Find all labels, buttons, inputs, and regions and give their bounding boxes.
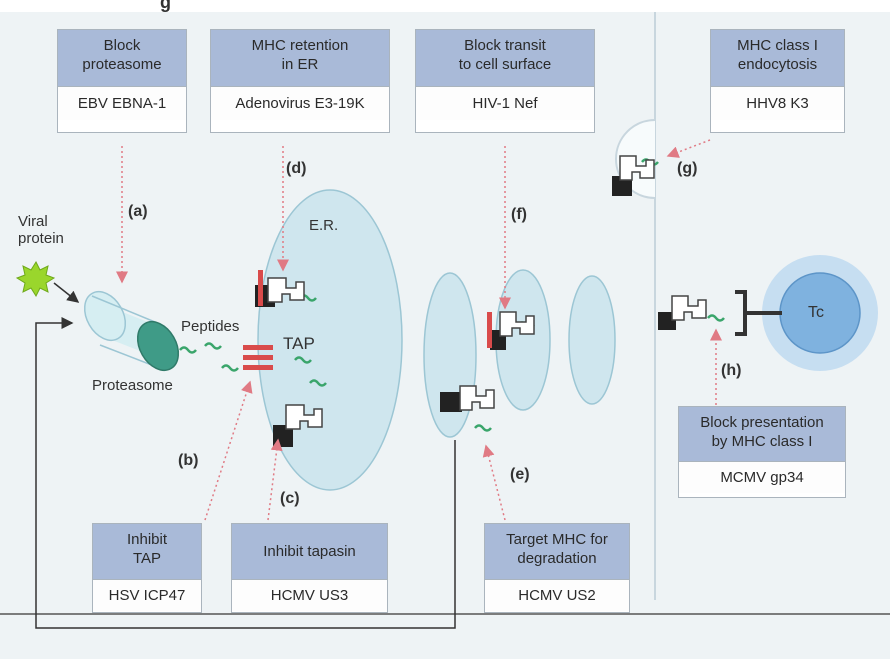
title-strip	[0, 0, 890, 12]
box-g-head: MHC class I endocytosis	[711, 30, 844, 87]
mhc-molecule-er-bottom	[273, 404, 323, 447]
label-er: E.R.	[309, 217, 339, 234]
box-g-body: HHV8 K3	[711, 87, 844, 120]
box-b-head: Inhibit TAP	[93, 524, 201, 580]
box-a-body: EBV EBNA-1	[58, 87, 186, 120]
mhc-molecule-endocytosed	[612, 155, 655, 196]
mhc-molecule-er-top	[255, 270, 305, 307]
letter-g: (g)	[677, 160, 698, 177]
tap-bar-2	[243, 355, 273, 360]
letter-c: (c)	[280, 490, 300, 507]
proteasome-shape	[83, 291, 180, 371]
box-g: MHC class I endocytosis HHV8 K3	[710, 29, 845, 133]
arrow-c	[267, 438, 283, 521]
box-c: Inhibit tapasin HCMV US3	[231, 523, 388, 613]
tap-bar-3	[243, 365, 273, 370]
title-fragment: g	[160, 0, 171, 12]
letter-a: (a)	[128, 203, 148, 220]
label-tap: TAP	[283, 334, 315, 353]
letter-h: (h)	[721, 362, 742, 379]
box-e-head: Target MHC for degradation	[485, 524, 629, 580]
mhc-molecule-golgi-1	[440, 385, 495, 412]
box-h: Block presentation by MHC class I MCMV g…	[678, 406, 846, 498]
box-b-body: HSV ICP47	[93, 580, 201, 611]
letter-f: (f)	[511, 206, 527, 223]
label-tc: Tc	[808, 304, 824, 321]
tcr-bracket	[735, 290, 747, 336]
letter-b: (b)	[178, 452, 199, 469]
box-h-body: MCMV gp34	[679, 462, 845, 493]
viral-protein-shape	[15, 260, 56, 298]
letter-d: (d)	[286, 160, 307, 177]
label-peptides: Peptides	[181, 318, 240, 335]
box-c-head: Inhibit tapasin	[232, 524, 387, 580]
letter-e: (e)	[510, 466, 530, 483]
mhc-molecule-surface	[658, 295, 707, 330]
box-a-head: Block proteasome	[58, 30, 186, 87]
arrow-e	[482, 444, 506, 521]
box-d: MHC retention in ER Adenovirus E3-19K	[210, 29, 390, 133]
box-h-head: Block presentation by MHC class I	[679, 407, 845, 462]
box-d-head: MHC retention in ER	[211, 30, 389, 87]
arrow-b	[204, 380, 253, 521]
box-a: Block proteasome EBV EBNA-1	[57, 29, 187, 133]
box-e: Target MHC for degradation HCMV US2	[484, 523, 630, 613]
box-e-body: HCMV US2	[485, 580, 629, 611]
box-b: Inhibit TAP HSV ICP47	[92, 523, 202, 613]
golgi-ellipse-1	[423, 272, 477, 438]
recycle-loop-line	[35, 317, 456, 629]
mhc-molecule-golgi-2	[487, 311, 535, 350]
golgi-ellipse-3	[568, 275, 616, 405]
arrow-g	[666, 139, 711, 158]
viral-protein-arrow	[53, 282, 80, 303]
tap-bar-1	[243, 345, 273, 350]
box-f-body: HIV-1 Nef	[416, 87, 594, 120]
box-c-body: HCMV US3	[232, 580, 387, 611]
box-f-head: Block transit to cell surface	[416, 30, 594, 87]
box-d-body: Adenovirus E3-19K	[211, 87, 389, 120]
label-proteasome: Proteasome	[92, 377, 173, 394]
box-f: Block transit to cell surface HIV-1 Nef	[415, 29, 595, 133]
label-viral-protein: Viral protein	[18, 213, 64, 247]
